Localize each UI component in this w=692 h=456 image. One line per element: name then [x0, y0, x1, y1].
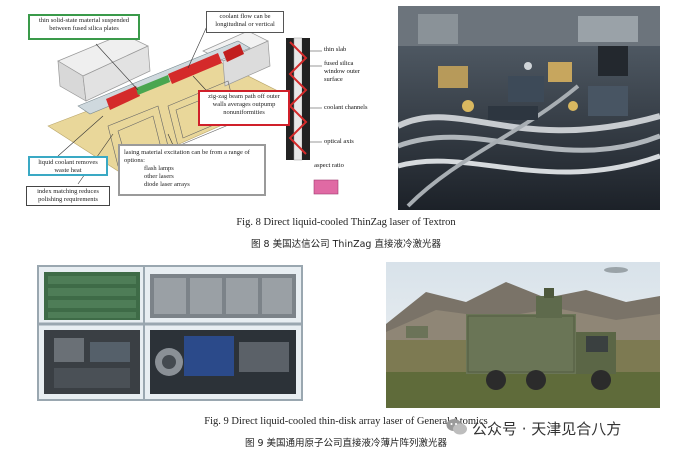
thinzag-schematic	[47, 23, 339, 195]
fig8-caption-cn: 图 8 美国达信公司 ThinZag 直接液冷激光器	[251, 239, 441, 250]
ga-truck-laser-photo	[386, 262, 660, 408]
lab-photo-art	[398, 6, 660, 210]
thinzag-lab-photo	[398, 6, 660, 210]
fig9-caption-cn: 图 9 美国通用原子公司直接液冷薄片阵列激光器	[244, 438, 448, 449]
label-optical-axis: optical axis	[324, 138, 354, 145]
label-coolant-channels: coolant channels	[324, 104, 368, 111]
watermark-text: 公众号 · 天津见合八方	[472, 420, 622, 438]
laser-cabinet-art	[37, 265, 303, 401]
thin-disk-laser-render	[34, 262, 306, 406]
label-coolant-flow: coolant flow can be longitudinal or vert…	[206, 11, 284, 33]
label-lasing-excitation: lasing material excitation can be from a…	[118, 144, 266, 196]
wechat-icon	[446, 418, 468, 436]
label-fused-silica-window: fused silica window outer surface	[324, 60, 360, 83]
label-zigzag: zig-zag beam path off outer walls averag…	[198, 90, 290, 126]
label-index-matching: index matching reduces polishing require…	[26, 186, 110, 206]
label-liquid-coolant: liquid coolant removes waste heat	[28, 156, 108, 176]
fig9-caption-en: Fig. 9 Direct liquid-cooled thin-disk ar…	[204, 416, 488, 427]
lasing-option: other lasers	[144, 173, 174, 180]
fig8-diagram: thin solid-state material suspended betw…	[18, 6, 378, 212]
fig8-caption-en: Fig. 8 Direct liquid-cooled ThinZag lase…	[236, 217, 456, 228]
lasing-option: flash lamps	[144, 165, 174, 172]
lasing-option: diode laser arrays	[144, 181, 190, 188]
truck-scene-art	[386, 262, 660, 408]
label-aspect-ratio: aspect ratio	[314, 162, 344, 169]
label-thin-solid-state: thin solid-state material suspended betw…	[28, 14, 140, 40]
lasing-excitation-text: lasing material excitation can be from a…	[124, 149, 250, 164]
label-thin-slab: thin slab	[324, 46, 347, 53]
